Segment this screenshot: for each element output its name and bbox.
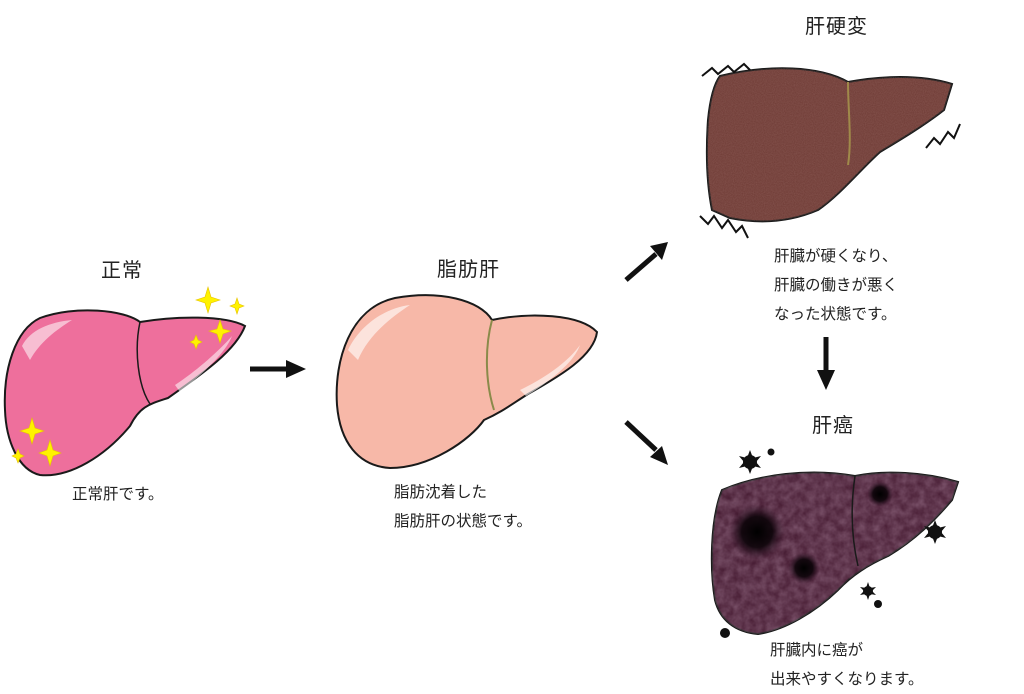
cancer-liver-illustration <box>710 471 960 636</box>
cirrhosis-description: 肝臓が硬くなり、 肝臓の働きが悪く なった状態です。 <box>774 242 898 329</box>
cancer-cell-icons <box>720 448 946 638</box>
stiffness-zigzag-icons <box>699 62 961 239</box>
arrow-cirrhosis-to-cancer <box>817 337 835 390</box>
cirrhosis-description-line: 肝臓が硬くなり、 <box>774 247 898 265</box>
cancer-description: 肝臓内に癌が 出来やすくなります。 <box>770 636 923 694</box>
normal-description-line: 正常肝です。 <box>72 485 164 503</box>
normal-description: 正常肝です。 <box>72 480 163 509</box>
cancer-description-line: 肝臓内に癌が <box>770 641 864 659</box>
fatty-liver-illustration <box>335 294 599 470</box>
cirrhosis-title: 肝硬変 <box>805 14 868 38</box>
cancer-title: 肝癌 <box>812 413 854 437</box>
fatty-description-line: 脂肪沈着した <box>394 483 488 501</box>
cirrhosis-description-line: なった状態です。 <box>774 305 897 323</box>
fatty-description-line: 脂肪肝の状態です。 <box>394 512 532 530</box>
normal-title: 正常 <box>101 258 143 282</box>
arrow-fatty-to-cirrhosis <box>624 242 668 282</box>
fatty-title: 脂肪肝 <box>437 257 500 281</box>
normal-liver-illustration <box>3 309 247 477</box>
sparkle-icons <box>11 285 245 468</box>
cancer-description-line: 出来やすくなります。 <box>770 670 924 688</box>
cirrhosis-liver-illustration <box>705 67 954 223</box>
arrow-fatty-to-cancer <box>624 420 668 465</box>
arrow-normal-to-fatty <box>250 360 306 378</box>
fatty-description: 脂肪沈着した 脂肪肝の状態です。 <box>394 478 532 536</box>
cirrhosis-description-line: 肝臓の働きが悪く <box>774 276 899 294</box>
